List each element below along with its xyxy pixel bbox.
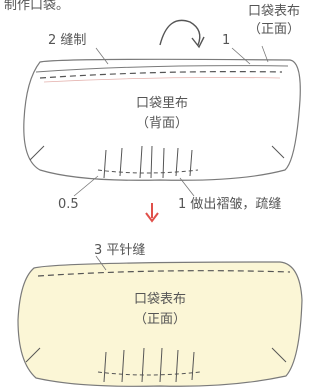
upper-pocket [23, 19, 301, 197]
outer-fabric-side-lower: （正面） [133, 312, 186, 327]
upper-lining-piece [23, 58, 301, 181]
lower-pocket [17, 255, 303, 387]
sew-label: 2 缝制 [48, 33, 87, 48]
outer-fabric-side-upper: （正面） [247, 22, 300, 37]
lower-gathers [97, 347, 201, 383]
step-arrow [145, 203, 159, 223]
outer-fabric-label-upper: 口袋表布 [247, 4, 300, 19]
seam-allowance-leader [73, 175, 99, 197]
upper-gathers [97, 145, 199, 179]
callout-number-1: 1 [222, 33, 231, 48]
stitch-label-leader [95, 255, 107, 271]
seam-allowance-label: 0.5 [58, 197, 79, 212]
sew-label-leader [95, 47, 109, 65]
lining-side: （背面） [135, 116, 188, 131]
down-arrow-icon [145, 212, 159, 223]
lower-pocket-body [17, 261, 303, 387]
lining-label: 口袋里布 [135, 96, 188, 111]
running-stitch-label: 3 平针缝 [94, 243, 146, 258]
lower-left-tick [25, 347, 41, 363]
top-caption: 制作口袋。 [4, 0, 70, 13]
gather-label: 1 做出褶皱，疏缝 [178, 197, 282, 212]
outer-fabric-label-lower: 口袋表布 [133, 292, 186, 307]
upper-right-tick [271, 145, 285, 159]
upper-outer-fabric-edge [35, 65, 289, 73]
upper-sewing-line [39, 71, 283, 79]
lower-right-tick [271, 347, 287, 363]
upper-stitch-red [43, 77, 281, 83]
upper-left-tick [29, 145, 45, 161]
fold-arrow-head-icon [191, 36, 205, 49]
fold-arrow [159, 19, 201, 46]
lower-running-stitch [37, 270, 291, 277]
gather-label-leader [179, 177, 195, 197]
outer-fabric-leader [261, 45, 269, 63]
callout-1-leader [231, 47, 251, 65]
